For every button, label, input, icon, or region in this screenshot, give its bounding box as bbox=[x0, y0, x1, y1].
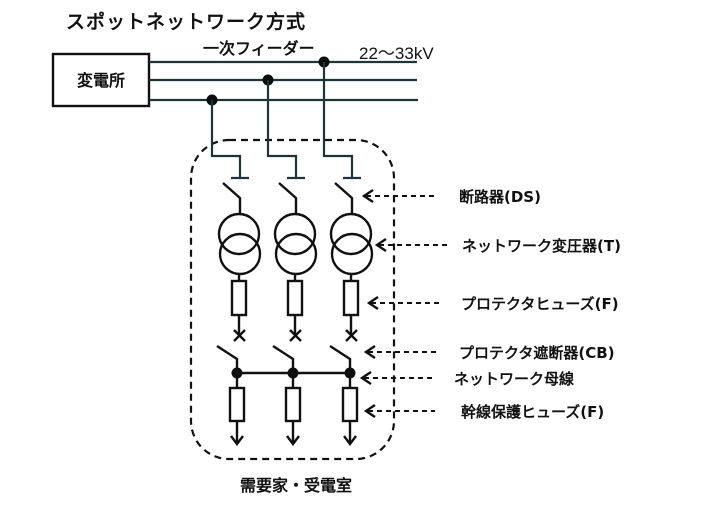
substation-box bbox=[51, 52, 151, 108]
trunk-fuse-icon bbox=[284, 386, 302, 423]
component-label-transformer: ネットワーク変圧器(T) bbox=[462, 237, 621, 255]
protector-fuse-icon bbox=[230, 279, 248, 317]
customer-area-label: 需要家・受電室 bbox=[240, 476, 352, 495]
component-label-ds: 断路器(DS) bbox=[459, 188, 541, 206]
branch-drop-wire bbox=[322, 62, 354, 177]
leader-arrowhead-icon bbox=[363, 404, 376, 418]
branch-drop-wire bbox=[266, 80, 298, 177]
feeder-label: 一次フィーダー bbox=[203, 39, 315, 58]
leader-arrowhead-icon bbox=[366, 296, 379, 310]
breaker-contact-x-icon bbox=[233, 329, 246, 342]
leader-arrowhead-icon bbox=[359, 371, 372, 385]
voltage-label: 22〜33kV bbox=[359, 44, 434, 63]
trunk-fuse-icon bbox=[228, 386, 246, 423]
branch-2 bbox=[262, 74, 318, 446]
protector-fuse-icon bbox=[286, 279, 304, 317]
leader-ds: 断路器(DS) bbox=[361, 188, 541, 206]
leader-arrowhead-icon bbox=[374, 238, 387, 252]
leader-protector-fuse: プロテクタヒューズ(F) bbox=[366, 295, 619, 313]
leader-protector-breaker: プロテクタ遮断器(CB) bbox=[363, 344, 615, 362]
breaker-contact-x-icon bbox=[289, 329, 302, 342]
ds-switch-icon bbox=[334, 182, 354, 214]
transformer-primary-coil-icon bbox=[329, 212, 373, 256]
network-branches bbox=[206, 56, 374, 446]
component-label-protector-breaker: プロテクタ遮断器(CB) bbox=[459, 344, 615, 362]
branch-3 bbox=[318, 56, 374, 446]
protector-fuse-icon bbox=[342, 279, 360, 317]
component-leaders: 断路器(DS) ネットワーク変圧器(T) プロテクタヒューズ(F) プロテクタ遮断器(… bbox=[359, 188, 621, 421]
customer-area-boundary bbox=[189, 138, 396, 461]
breaker-contact-x-icon bbox=[345, 329, 358, 342]
ds-switch-icon bbox=[278, 182, 298, 214]
transformer-primary-coil-icon bbox=[217, 212, 261, 256]
leader-arrowhead-icon bbox=[361, 189, 374, 203]
ds-switch-icon bbox=[222, 182, 242, 214]
leader-transformer: ネットワーク変圧器(T) bbox=[374, 237, 621, 255]
leader-network-bus: ネットワーク母線 bbox=[359, 370, 574, 388]
branch-drop-wire bbox=[210, 100, 242, 177]
trunk-fuse-icon bbox=[341, 386, 359, 423]
feeder-outlet-arrow-icon bbox=[286, 435, 300, 446]
transformer-primary-coil-icon bbox=[273, 212, 317, 256]
primary-feeder-lines bbox=[149, 60, 418, 102]
component-label-protector-fuse: プロテクタヒューズ(F) bbox=[461, 295, 619, 313]
diagram-title: スポットネットワーク方式 bbox=[66, 10, 306, 33]
substation-label: 変電所 bbox=[77, 71, 125, 90]
feeder-outlet-arrow-icon bbox=[230, 435, 244, 446]
leader-trunk-fuse: 幹線保護ヒューズ(F) bbox=[363, 403, 604, 421]
component-label-network-bus: ネットワーク母線 bbox=[454, 370, 574, 388]
leader-arrowhead-icon bbox=[363, 345, 376, 359]
feeder-outlet-arrow-icon bbox=[343, 435, 357, 446]
component-label-trunk-fuse: 幹線保護ヒューズ(F) bbox=[461, 403, 604, 421]
branch-1 bbox=[206, 94, 262, 446]
